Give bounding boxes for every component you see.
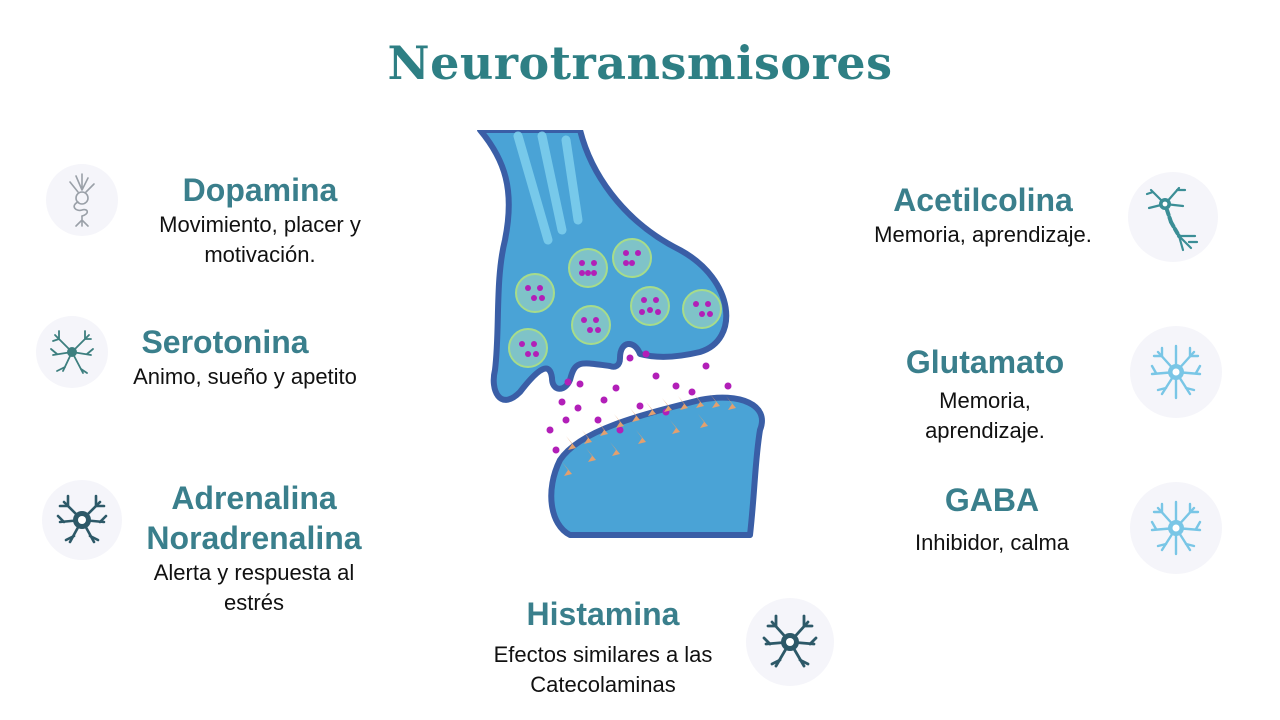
postsynaptic-terminal (548, 394, 765, 538)
acetilcolina-desc-line-1: Memoria, aprendizaje. (874, 222, 1092, 247)
serotonina-block: Serotonina Animo, sueño y apetito (100, 322, 390, 392)
serotonina-desc-line-1: Animo, sueño y apetito (133, 364, 357, 389)
histamina-block: Histamina Efectos similares a las Cateco… (458, 594, 748, 700)
adrenalina-neuron-icon (42, 480, 122, 560)
acetilcolina-neuron-icon (1128, 172, 1218, 262)
vesicle-molecules (519, 250, 713, 357)
serotonina-neuron-icon (36, 316, 108, 388)
histamina-desc-line-1: Efectos similares a las (493, 642, 713, 667)
adrenalina-block: Adrenalina Noradrenalina Alerta y respue… (120, 478, 388, 618)
dopamina-desc-line-1: Movimiento, placer y (159, 212, 361, 237)
serotonina-name: Serotonina (141, 324, 309, 360)
histamina-neuron-icon (746, 598, 834, 686)
histamina-desc-line-2: Catecolaminas (530, 672, 676, 697)
glutamato-neuron-icon (1130, 326, 1222, 418)
dopamina-desc-line-2: motivación. (204, 242, 316, 267)
adrenalina-desc-line-2: estrés (224, 590, 284, 615)
axon-streaks (513, 131, 583, 245)
glutamato-desc-line-1: Memoria, (939, 388, 1031, 413)
gaba-neuron-icon (1130, 482, 1222, 574)
synapse-illustration (477, 130, 765, 538)
acetilcolina-block: Acetilcolina Memoria, aprendizaje. (840, 180, 1126, 250)
dopamina-neuron-icon (46, 164, 118, 236)
adrenalina-name-line-1: Adrenalina (171, 480, 337, 516)
glutamato-name: Glutamato (905, 344, 1065, 380)
glutamato-desc-line-2: aprendizaje. (925, 418, 1045, 443)
glutamato-block: Glutamato Memoria, aprendizaje. (860, 342, 1110, 446)
acetilcolina-name: Acetilcolina (893, 182, 1073, 218)
receptors (562, 394, 736, 476)
adrenalina-name-line-2: Noradrenalina (146, 520, 362, 556)
gaba-block: GABA Inhibidor, calma (880, 480, 1104, 558)
gaba-name: GABA (944, 482, 1040, 518)
dopamina-block: Dopamina Movimiento, placer y motivación… (120, 170, 400, 270)
adrenalina-desc-line-1: Alerta y respuesta al (153, 560, 355, 585)
histamina-name: Histamina (526, 596, 680, 632)
dopamina-name: Dopamina (182, 172, 338, 208)
gaba-desc-line-1: Inhibidor, calma (914, 530, 1070, 555)
page-title: Neurotransmisores (387, 36, 893, 90)
synaptic-vesicles (508, 238, 722, 368)
